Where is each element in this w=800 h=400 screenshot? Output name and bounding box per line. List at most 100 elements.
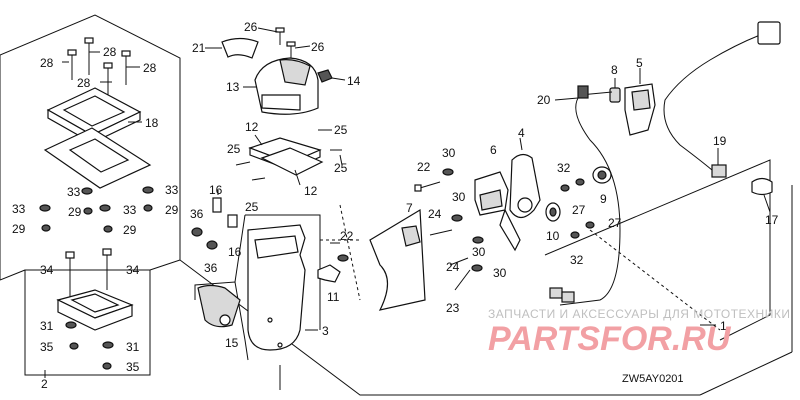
screw-24-set: [429, 229, 469, 266]
clip-14: [317, 69, 333, 83]
callout-34: 34: [126, 263, 140, 277]
callout-16: 16: [228, 245, 242, 259]
callout-25: 25: [334, 123, 348, 137]
callout-30: 30: [472, 245, 486, 259]
screw-26-set: [275, 27, 296, 60]
callout-11: 11: [327, 290, 340, 304]
callout-33: 33: [12, 202, 26, 216]
wire-harness-19: [663, 21, 781, 178]
grommet-36-set: [191, 227, 218, 250]
callout-25: 25: [227, 142, 241, 156]
lever-4: [499, 153, 541, 252]
leader-lines: [44, 27, 771, 378]
callout-36: 36: [204, 261, 218, 275]
callout-31: 31: [126, 340, 140, 354]
callout-32: 32: [557, 161, 571, 175]
callout-12: 12: [245, 120, 259, 134]
assembly-frame-main: [0, 14, 793, 396]
callout-34: 34: [40, 263, 54, 277]
callout-10: 10: [546, 229, 560, 243]
case-3: [247, 224, 306, 351]
washer-27-set: [575, 178, 595, 229]
callout-33: 33: [123, 203, 137, 217]
screw-22-case: [330, 242, 349, 262]
bracket-plate-2: [56, 289, 134, 331]
callout-20: 20: [537, 93, 551, 107]
callout-25: 25: [334, 161, 348, 175]
collar-9: [592, 166, 612, 184]
callout-2: 2: [41, 377, 48, 391]
switch-5: [624, 83, 656, 136]
screw-23: [454, 269, 471, 291]
callout-labels: 28 28 28 28 18 33 33 33 33 29 29 29 29 3…: [12, 20, 779, 391]
callout-22: 22: [417, 160, 431, 174]
callout-14: 14: [347, 74, 361, 88]
washer-30-set: [442, 168, 484, 272]
callout-29: 29: [165, 203, 179, 217]
callout-30: 30: [442, 146, 456, 160]
callout-7: 7: [406, 201, 413, 215]
callout-8: 8: [611, 63, 618, 77]
callout-33: 33: [67, 185, 81, 199]
gasket-sheet: [369, 208, 426, 311]
callout-23: 23: [446, 301, 460, 315]
washer-nut-set-upper: [39, 186, 154, 233]
cover-13: [254, 57, 319, 115]
callout-26: 26: [311, 40, 325, 54]
callout-15: 15: [225, 336, 239, 350]
watermark-tagline: ЗАПЧАСТИ И АКСЕССУАРЫ ДЛЯ МОТОТЕХНИКИ: [488, 307, 790, 321]
callout-6: 6: [490, 143, 497, 157]
callout-22: 22: [340, 229, 354, 243]
assembly-frame-sub-3: [194, 214, 321, 390]
callout-30: 30: [452, 190, 466, 204]
cap-7: [401, 225, 421, 247]
washer-nut-set-lower: [65, 321, 114, 370]
callout-21: 21: [192, 41, 206, 55]
seal-21: [221, 37, 259, 59]
watermark: ЗАПЧАСТИ И АКСЕССУАРЫ ДЛЯ МОТОТЕХНИКИ PA…: [488, 307, 790, 358]
callout-3: 3: [322, 324, 329, 338]
callout-32: 32: [570, 253, 584, 267]
callout-35: 35: [40, 340, 54, 354]
dashed-guides: [320, 204, 721, 331]
plate-15: [197, 284, 241, 328]
assembly-frame-sub-1: [544, 159, 771, 341]
bolt-34-set: [65, 248, 112, 300]
callout-17: 17: [765, 213, 779, 227]
washer-32-set: [560, 184, 580, 239]
callout-27: 27: [608, 216, 622, 230]
callout-12: 12: [304, 184, 318, 198]
spacer-10: [545, 202, 561, 222]
nut-16-set: [212, 197, 238, 228]
callout-16: 16: [209, 183, 223, 197]
callout-29: 29: [12, 222, 26, 236]
callout-29: 29: [123, 223, 137, 237]
callout-35: 35: [126, 360, 140, 374]
diagram-code: ZW5AY0201: [622, 373, 684, 385]
grommet-8: [609, 87, 621, 103]
gasket-plate: [43, 127, 152, 189]
callout-30: 30: [493, 266, 507, 280]
bolt-28-set: [67, 37, 131, 95]
callout-1: 1: [720, 319, 727, 333]
callout-5: 5: [636, 56, 643, 70]
watermark-brand: PARTSFOR.RU: [488, 320, 732, 358]
wire-harness-20: [559, 85, 621, 306]
callout-24: 24: [428, 207, 442, 221]
clip-11: [317, 264, 341, 283]
assembly-frame-sub-2: [24, 269, 151, 376]
callout-19: 19: [713, 134, 727, 148]
holder-6: [474, 171, 509, 216]
screw-22-lever: [414, 181, 441, 192]
callout-28: 28: [143, 61, 157, 75]
callout-36: 36: [190, 207, 204, 221]
callout-13: 13: [226, 80, 240, 94]
callout-28: 28: [40, 56, 54, 70]
callout-25: 25: [245, 200, 259, 214]
bracket-12: [248, 137, 324, 176]
callout-29: 29: [68, 205, 82, 219]
callout-4: 4: [518, 126, 525, 140]
callout-9: 9: [600, 192, 607, 206]
callout-26: 26: [244, 20, 258, 34]
